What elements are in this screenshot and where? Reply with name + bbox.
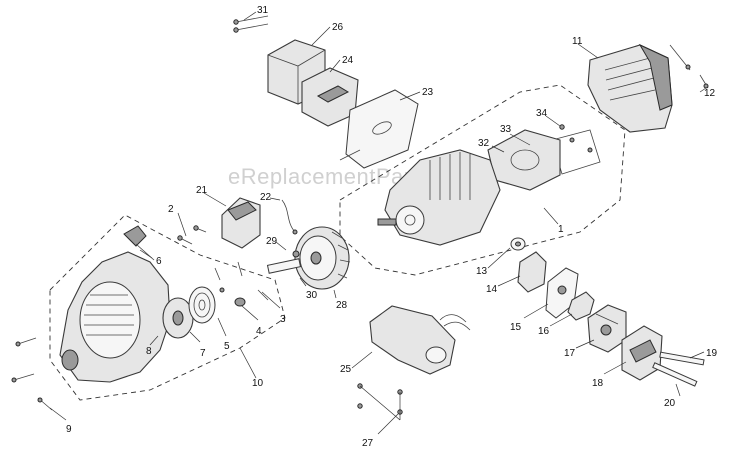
callout-25: 25: [340, 364, 352, 375]
callout-22: 22: [260, 192, 272, 203]
callout-19: 19: [706, 348, 718, 359]
callout-34: 34: [536, 108, 548, 119]
part-29-30-sleeve: [266, 250, 302, 274]
part-7-pulley: [162, 297, 194, 339]
part-13-seal: [510, 237, 526, 251]
callout-3: 3: [280, 314, 286, 325]
part-23-gasket-plate: [339, 89, 419, 169]
part-19-20-tubes: [652, 351, 705, 387]
callout-29: 29: [266, 236, 278, 247]
callout-9: 9: [66, 424, 72, 435]
callout-labels: 31 26 24 23 11 12 34 33 32 1 21 22 2 29 …: [66, 5, 718, 449]
callout-6: 6: [156, 256, 162, 267]
part-9-screws: [11, 337, 53, 411]
leader-lines: [49, 11, 707, 435]
part-28-flywheel: [294, 226, 351, 290]
callout-28: 28: [336, 300, 348, 311]
callout-32: 32: [478, 138, 490, 149]
part-1-engine: [377, 149, 501, 246]
part-24-air-filter: [301, 67, 359, 127]
callout-20: 20: [664, 398, 676, 409]
callout-26: 26: [332, 22, 344, 33]
recoil-assembly-outline: [49, 214, 286, 401]
part-4-3-small-parts: [214, 261, 269, 307]
part-8-recoil-housing: [59, 251, 171, 383]
part-25-tank: [369, 305, 471, 375]
part-2-screws: [177, 225, 207, 245]
part-11-engine-shroud: [587, 43, 673, 133]
callout-15: 15: [510, 322, 522, 333]
engine-assembly-outline: [339, 84, 626, 276]
callout-2: 2: [168, 204, 174, 215]
callout-12: 12: [704, 88, 716, 99]
callout-23: 23: [422, 87, 434, 98]
part-16-insulator: [567, 291, 595, 321]
callout-1: 1: [558, 224, 564, 235]
part-5-spring: [188, 286, 216, 324]
part-18-air-box: [621, 325, 663, 381]
part-34-screws: [559, 124, 593, 153]
callout-10: 10: [252, 378, 264, 389]
callout-8: 8: [146, 346, 152, 357]
part-12-screws: [669, 44, 709, 89]
callout-24: 24: [342, 55, 354, 66]
part-22-wire: [281, 199, 298, 235]
callout-31: 31: [257, 5, 269, 16]
callout-4: 4: [256, 326, 262, 337]
callout-5: 5: [224, 341, 230, 352]
part-21-ignition-coil: [221, 197, 261, 249]
callout-27: 27: [362, 438, 374, 449]
callout-16: 16: [538, 326, 550, 337]
part-27-screws: [357, 383, 403, 421]
callout-14: 14: [486, 284, 498, 295]
callout-17: 17: [564, 348, 576, 359]
callout-7: 7: [200, 348, 206, 359]
part-31-screws: [233, 15, 269, 33]
callout-11: 11: [572, 36, 583, 47]
callout-18: 18: [592, 378, 604, 389]
part-17-carburetor: [587, 304, 627, 353]
callout-21: 21: [196, 185, 208, 196]
callout-33: 33: [500, 124, 512, 135]
callout-30: 30: [306, 290, 318, 301]
part-32-muffler: [487, 129, 561, 191]
part-14-boot: [517, 251, 547, 293]
callout-13: 13: [476, 266, 488, 277]
